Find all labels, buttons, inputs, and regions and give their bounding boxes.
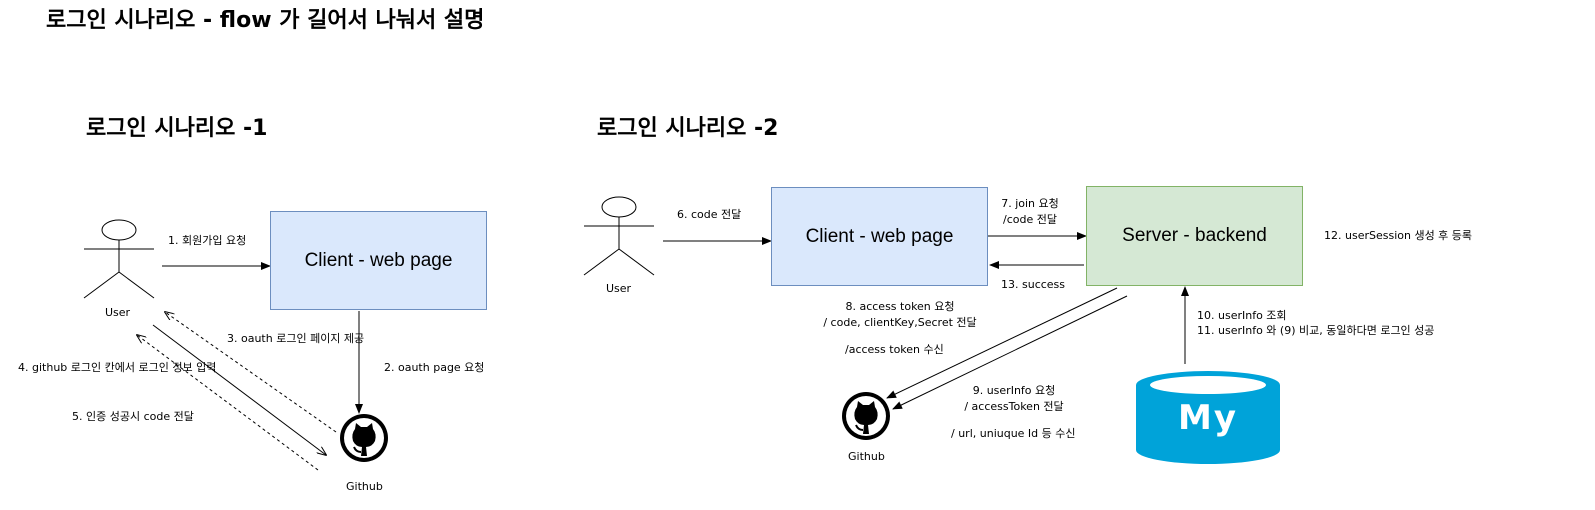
- user-actor-icon-1: [83, 219, 155, 299]
- step7-label: 7. join 요청 /code 전달: [995, 196, 1065, 228]
- arrow-step3: [165, 312, 337, 433]
- step12-label: 12. userSession 생성 후 등록: [1324, 229, 1473, 242]
- user-label-2: User: [606, 282, 632, 295]
- arrow-step9: [892, 295, 1128, 410]
- client-webpage-box-2: Client - web page: [771, 187, 988, 286]
- user-actor-icon-2: [583, 196, 655, 276]
- step7-line1: 7. join 요청: [1001, 197, 1059, 210]
- step13-label: 13. success: [1001, 278, 1066, 291]
- step3-label: 3. oauth 로그인 페이지 제공: [227, 332, 365, 345]
- step8-line2: / code, clientKey,Secret 전달: [823, 316, 977, 329]
- client-label-1: Client - web page: [304, 249, 453, 271]
- step10-label: 10. userInfo 조회: [1197, 309, 1287, 322]
- step5-label: 5. 인증 성공시 code 전달: [72, 410, 194, 423]
- arrow-step4: [152, 324, 326, 455]
- client-webpage-box-1: Client - web page: [270, 211, 487, 310]
- step8-receive-label: /access token 수신: [845, 343, 944, 356]
- step8-label: 8. access token 요청 / code, clientKey,Sec…: [810, 299, 990, 331]
- github-icon: [340, 414, 388, 462]
- step9-label: 9. userInfo 요청 / accessToken 전달: [954, 383, 1074, 415]
- step2-label: 2. oauth page 요청: [384, 361, 485, 374]
- step9-line2: / accessToken 전달: [964, 400, 1064, 413]
- step7-line2: /code 전달: [1003, 213, 1057, 226]
- arrow-step8: [886, 287, 1118, 399]
- github-label-2: Github: [848, 450, 885, 463]
- step4-label: 4. github 로그인 칸에서 로그인 정보 입력: [18, 361, 217, 374]
- page-title: 로그인 시나리오 - flow 가 길어서 나눠서 설명: [46, 8, 485, 33]
- user-label-1: User: [105, 306, 131, 319]
- mysql-logo-text: My: [1178, 398, 1238, 438]
- step9-receive-label: / url, uniuque Id 등 수신: [951, 427, 1076, 440]
- server-backend-box: Server - backend: [1086, 186, 1303, 286]
- github-label-1: Github: [346, 480, 383, 493]
- server-label: Server - backend: [1122, 225, 1267, 246]
- arrow-step5: [137, 335, 319, 471]
- mysql-icon: [1136, 371, 1280, 464]
- client-label-2: Client - web page: [805, 225, 954, 247]
- step8-line1: 8. access token 요청: [845, 300, 955, 313]
- github-icon: [842, 392, 890, 440]
- step11-label: 11. userInfo 와 (9) 비교, 동일하다면 로그인 성공: [1197, 324, 1435, 337]
- scenario2-title: 로그인 시나리오 -2: [597, 116, 779, 141]
- scenario1-title: 로그인 시나리오 -1: [86, 116, 268, 141]
- step9-line1: 9. userInfo 요청: [972, 384, 1056, 397]
- step1-label: 1. 회원가입 요청: [168, 234, 247, 247]
- step6-label: 6. code 전달: [677, 208, 742, 221]
